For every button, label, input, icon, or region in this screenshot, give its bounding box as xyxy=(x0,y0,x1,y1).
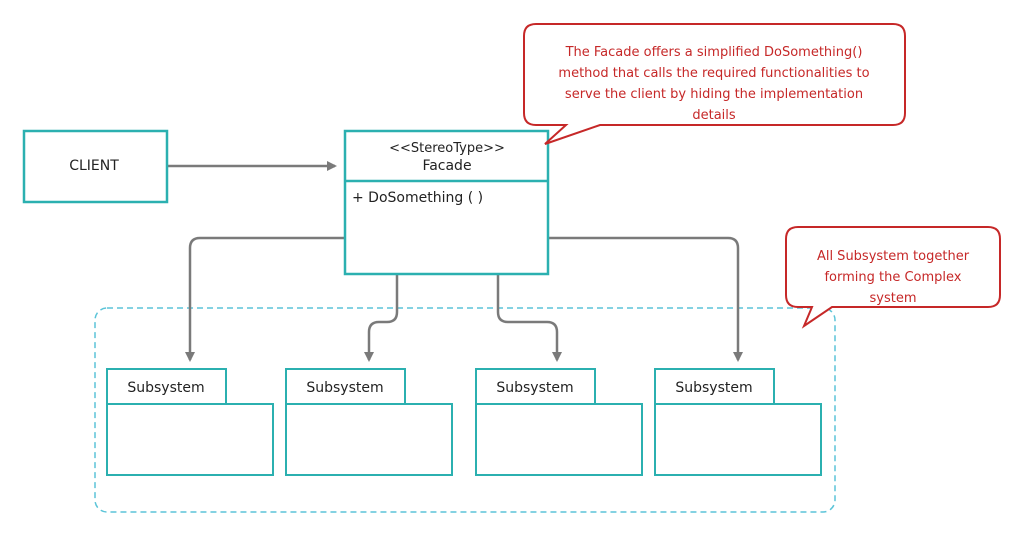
facade-to-subsystem-2-arrow xyxy=(364,274,399,362)
facade-to-subsystem-3-arrow xyxy=(496,274,562,362)
subsystem-3-label: Subsystem xyxy=(496,380,573,396)
facade-class-name: Facade xyxy=(422,158,471,174)
subsystem-package-2[interactable]: Subsystem xyxy=(285,368,453,476)
subsystem-2-body xyxy=(285,403,453,476)
subsystem-4-body xyxy=(654,403,822,476)
subsystem-1-label: Subsystem xyxy=(127,380,204,396)
subsystems-note-line-3: system xyxy=(870,291,917,306)
connectors xyxy=(167,161,743,362)
subsystem-4-label: Subsystem xyxy=(675,380,752,396)
client-label: CLIENT xyxy=(69,158,119,174)
facade-stereotype: <<StereoType>> xyxy=(389,141,505,156)
subsystem-1-body xyxy=(106,403,274,476)
subsystem-2-tab xyxy=(285,368,406,405)
facade-to-subsystem-1-arrow xyxy=(185,236,345,362)
client-box[interactable]: CLIENT xyxy=(22,129,169,204)
subsystem-4-tab xyxy=(654,368,775,405)
subsystem-package-3[interactable]: Subsystem xyxy=(475,368,643,476)
facade-class-box[interactable]: <<StereoType>> Facade + DoSomething ( ) xyxy=(343,129,550,276)
subsystem-1-tab xyxy=(106,368,227,405)
subsystem-package-4[interactable]: Subsystem xyxy=(654,368,822,476)
subsystems-note-line-2: forming the Complex xyxy=(824,270,961,285)
facade-note-line-3: serve the client by hiding the implement… xyxy=(565,87,863,102)
subsystems-note-line-1: All Subsystem together xyxy=(817,249,970,264)
facade-note-callout: The Facade offers a simplified DoSomethi… xyxy=(523,23,906,145)
subsystem-3-body xyxy=(475,403,643,476)
facade-note-bubble xyxy=(523,23,906,145)
subsystem-3-tab xyxy=(475,368,596,405)
subsystem-package-1[interactable]: Subsystem xyxy=(106,368,274,476)
subsystem-group-boundary xyxy=(94,307,836,513)
subsystem-2-label: Subsystem xyxy=(306,380,383,396)
subsystems-note-callout: All Subsystem together forming the Compl… xyxy=(785,226,1001,329)
facade-method: + DoSomething ( ) xyxy=(352,190,483,206)
subsystems-note-bubble xyxy=(785,226,1001,329)
facade-note-line-4: details xyxy=(692,108,736,123)
facade-note-line-2: method that calls the required functiona… xyxy=(558,66,869,81)
facade-note-line-1: The Facade offers a simplified DoSomethi… xyxy=(565,45,863,60)
facade-to-subsystem-4-arrow xyxy=(548,236,743,362)
